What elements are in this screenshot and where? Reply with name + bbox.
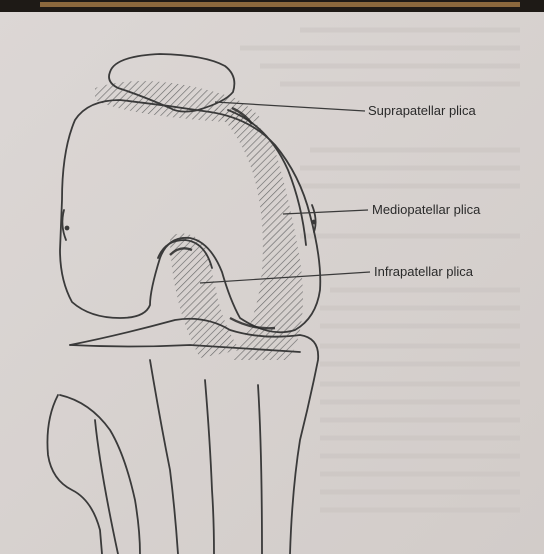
label-infrapatellar-plica: Infrapatellar plica	[374, 264, 473, 279]
condyle-dot-1	[66, 227, 69, 230]
top-edge-accent	[40, 2, 520, 7]
label-suprapatellar-plica: Suprapatellar plica	[368, 103, 476, 118]
condyle-dot-2	[313, 221, 316, 224]
label-mediopatellar-plica: Mediopatellar plica	[372, 202, 480, 217]
